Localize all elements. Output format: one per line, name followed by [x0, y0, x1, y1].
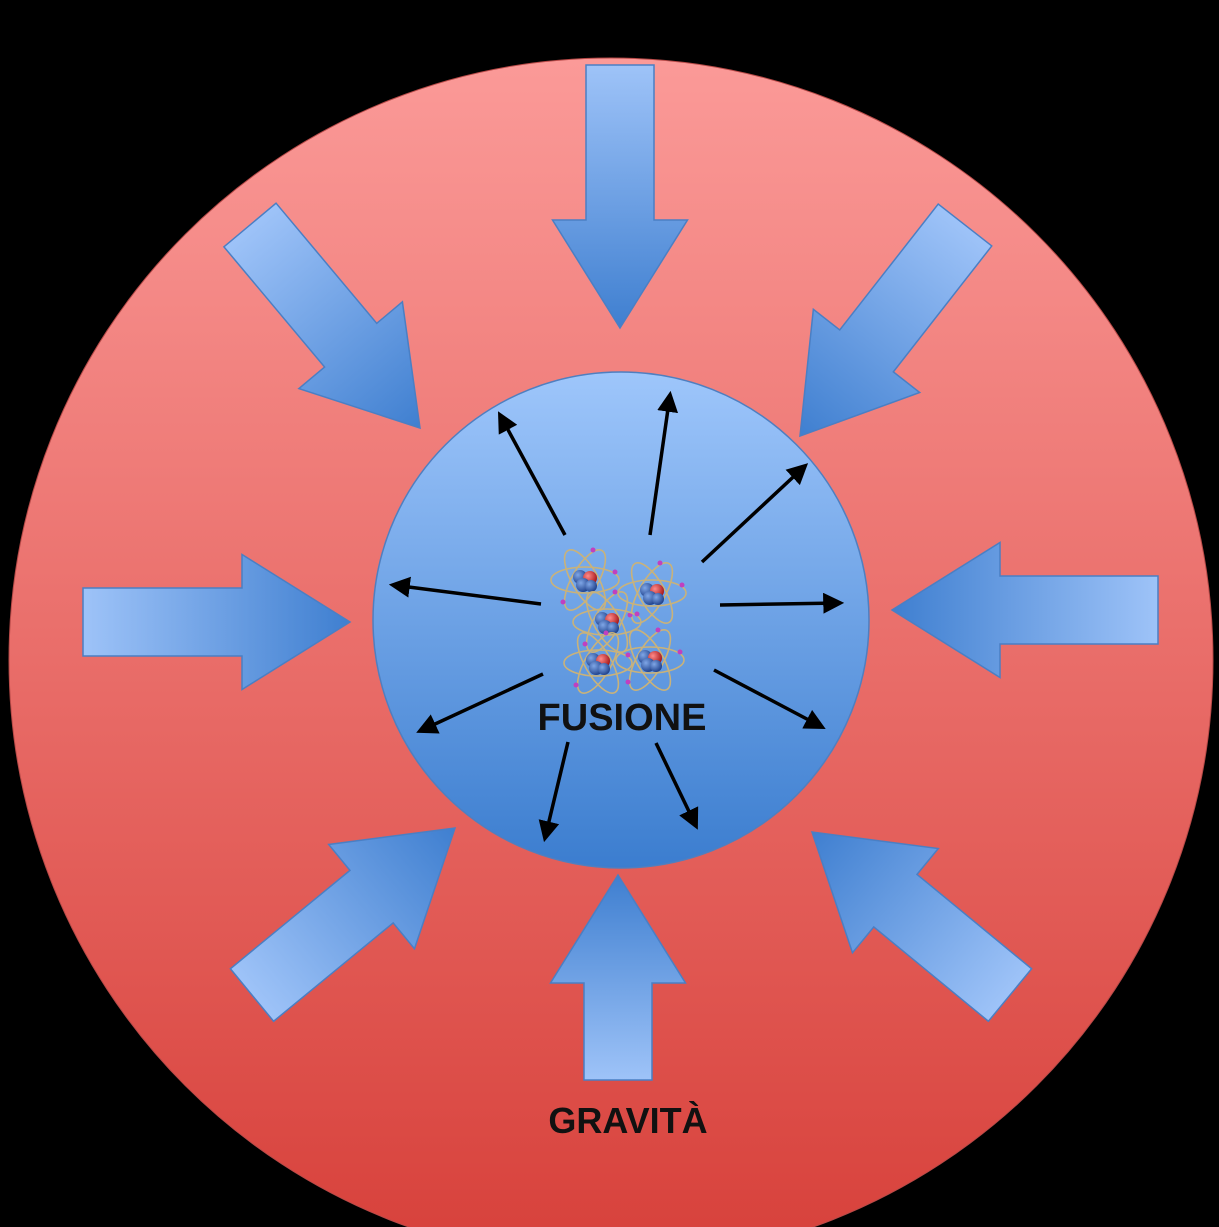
gravity-label: GRAVITÀ [548, 1100, 707, 1141]
fusion-label: FUSIONE [538, 697, 707, 739]
fusion-pressure-arrow [720, 603, 840, 605]
